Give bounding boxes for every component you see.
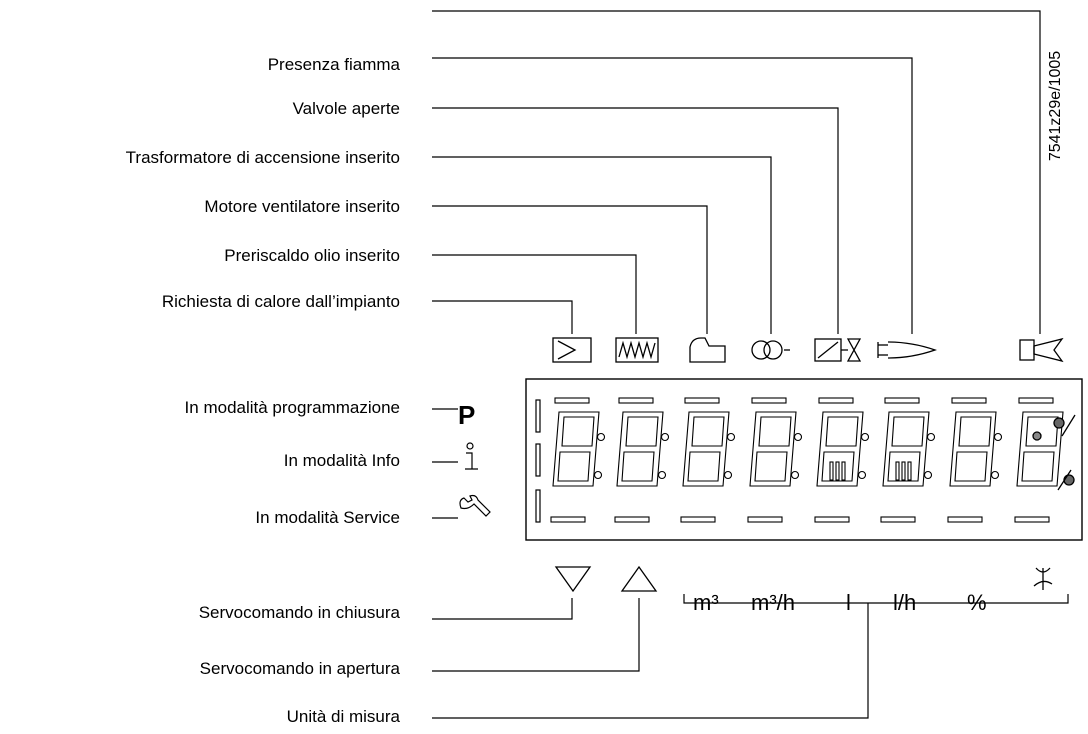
- digit-upper-window: [891, 416, 925, 447]
- digit-upper-window: [625, 416, 659, 447]
- label-flame-presence: Presenza fiamma: [267, 55, 400, 74]
- label-service-mode: In modalità Service: [255, 508, 400, 527]
- alarm-horn-icon: [1019, 337, 1064, 363]
- digit-lower-window: [557, 451, 591, 482]
- fan-motor-icon: [689, 337, 726, 363]
- digit-inner-bar: [829, 461, 834, 481]
- colon-dot-upper: [793, 432, 803, 442]
- digit-upper-window: [758, 416, 792, 447]
- digit-upper-window: [691, 416, 725, 447]
- digit-bottom-bar: [614, 516, 650, 523]
- digit-lower-window: [687, 451, 721, 482]
- info-mode-icon: [465, 442, 478, 470]
- label-units: Unità di misura: [286, 707, 400, 726]
- colon-dot-lower: [593, 470, 603, 480]
- leader-lines: [432, 10, 1069, 719]
- digit-inner-bar: [895, 461, 900, 481]
- digit-lower-window: [887, 451, 921, 482]
- label-fan-motor: Motore ventilatore inserito: [204, 197, 400, 216]
- label-programming-mode: In modalità programmazione: [184, 398, 400, 417]
- digit-lower-window: [821, 451, 855, 482]
- label-actuator-opening: Servocomando in apertura: [199, 659, 400, 678]
- digit-bottom-bar: [680, 516, 716, 523]
- digit-bottom-bar: [747, 516, 783, 523]
- digit-outline: [816, 411, 864, 487]
- digit-top-bar: [818, 397, 854, 404]
- digit-top-bar: [554, 397, 590, 404]
- unit-liter: l: [846, 590, 851, 615]
- flame-icon: [877, 341, 937, 359]
- digit-lower-window: [954, 451, 988, 482]
- digit-upper-window: [825, 416, 859, 447]
- colon-dot-upper: [596, 432, 606, 442]
- colon-dot-lower: [790, 470, 800, 480]
- digit-inner-bar: [835, 461, 840, 481]
- digit-upper-window: [1025, 416, 1059, 447]
- digit-inner-bar: [907, 461, 912, 481]
- ignition-transformer-icon: [751, 340, 790, 360]
- label-ignition-transformer: Trasformatore di accensione inserito: [125, 148, 400, 167]
- digit-inner-bar: [841, 461, 846, 481]
- digit-upper-window: [958, 416, 992, 447]
- digit-outline: [616, 411, 664, 487]
- mode-indicator-bars: [535, 399, 541, 523]
- colon-dot-lower: [657, 470, 667, 480]
- digit-outline: [749, 411, 797, 487]
- colon-dot-upper: [660, 432, 670, 442]
- digit-outline: [682, 411, 730, 487]
- digit-outline: [949, 411, 997, 487]
- arrow-up-icon: [620, 565, 658, 592]
- fuel-valve-icon: [814, 338, 862, 362]
- heat-request-icon: [552, 337, 592, 363]
- arrow-down-icon: [554, 566, 592, 593]
- service-wrench-icon: [459, 494, 491, 517]
- digit-bottom-bar: [880, 516, 916, 523]
- lcd-frame: [525, 378, 1083, 541]
- digit-inner-bar: [901, 461, 906, 481]
- digit-lower-window: [754, 451, 788, 482]
- document-code: 7541z29e/1005: [1047, 50, 1064, 161]
- digit-lower-window: [1021, 451, 1055, 482]
- special-unit-icon: [1032, 414, 1076, 491]
- unit-percent: %: [967, 590, 987, 615]
- colon-dot-upper: [993, 432, 1003, 442]
- digit-bottom-bar: [1014, 516, 1050, 523]
- label-info-mode: In modalità Info: [283, 451, 400, 470]
- label-valves-open: Valvole aperte: [292, 99, 400, 118]
- digit-outline: [552, 411, 600, 487]
- digit-bottom-bar: [947, 516, 983, 523]
- colon-dot-lower: [923, 470, 933, 480]
- digit-bottom-bar: [550, 516, 586, 523]
- special-unit-glyph: [1033, 567, 1053, 590]
- digit-top-bar: [751, 397, 787, 404]
- digit-outline: [1016, 411, 1064, 487]
- unit-liter-per-h: l/h: [893, 590, 917, 615]
- colon-dot-lower: [723, 470, 733, 480]
- colon-dot-lower: [990, 470, 1000, 480]
- digit-top-bar: [684, 397, 720, 404]
- digit-outline: [882, 411, 930, 487]
- digit-top-bar: [951, 397, 987, 404]
- label-oil-preheat: Preriscaldo olio inserito: [224, 246, 400, 265]
- digit-top-bar: [884, 397, 920, 404]
- label-actuator-closing: Servocomando in chiusura: [198, 603, 400, 622]
- seven-segment-digits: [550, 397, 1064, 523]
- label-heat-request: Richiesta di calore dall’impianto: [161, 292, 400, 311]
- digit-top-bar: [1018, 397, 1054, 404]
- unit-m3-per-h: m³/h: [751, 590, 795, 615]
- digit-upper-window: [561, 416, 595, 447]
- digit-bottom-bar: [814, 516, 850, 523]
- colon-dot-upper: [860, 432, 870, 442]
- digit-lower-window: [621, 451, 655, 482]
- colon-dot-upper: [726, 432, 736, 442]
- digit-top-bar: [618, 397, 654, 404]
- programming-mode-icon: P: [458, 400, 476, 430]
- oil-preheater-icon: [615, 337, 659, 363]
- colon-dot-lower: [857, 470, 867, 480]
- unit-m3: m³: [693, 590, 719, 615]
- colon-dot-upper: [926, 432, 936, 442]
